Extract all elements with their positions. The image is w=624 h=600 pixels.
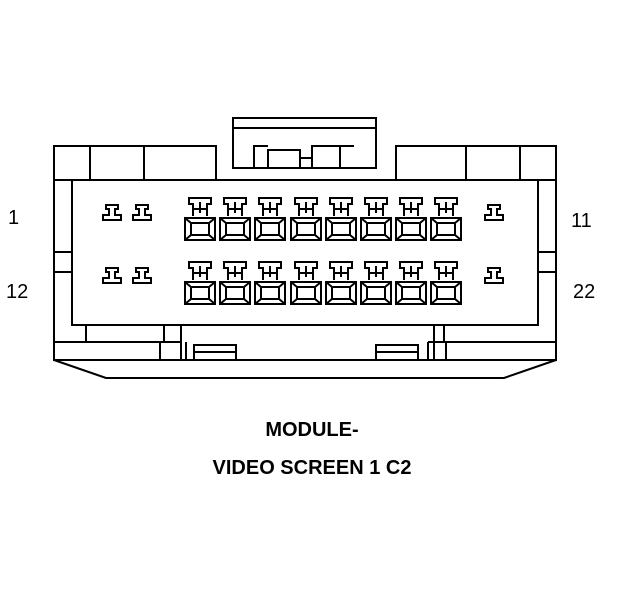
terminal-cavity — [219, 197, 251, 241]
large-terminals — [184, 197, 462, 305]
small-terminal-cavity — [102, 267, 122, 284]
terminal-cavity — [395, 197, 427, 241]
terminal-cavity — [395, 261, 427, 305]
terminal-cavity — [184, 197, 216, 241]
diagram-caption-line-2: VIDEO SCREEN 1 C2 — [212, 457, 412, 479]
connector-top-shroud — [53, 145, 557, 181]
pin-label-12: 12 — [6, 281, 29, 303]
terminal-cavity — [360, 197, 392, 241]
terminal-cavity — [325, 261, 357, 305]
terminal-cavity — [325, 197, 357, 241]
small-terminal-cavity — [102, 204, 122, 221]
terminal-cavity — [254, 197, 286, 241]
small-terminal-cavity — [484, 267, 504, 284]
connector-lower-housing — [53, 324, 557, 379]
connector-latch — [232, 117, 377, 169]
terminal-cavity — [430, 197, 462, 241]
terminal-cavity — [290, 197, 322, 241]
pin-label-1: 1 — [8, 207, 20, 229]
connector-housing — [53, 180, 557, 361]
terminal-cavity — [430, 261, 462, 305]
terminal-cavity — [254, 261, 286, 305]
pin-label-11: 11 — [571, 210, 592, 232]
terminal-cavity — [360, 261, 392, 305]
pin-label-22: 22 — [573, 281, 596, 303]
terminal-cavity — [184, 261, 216, 305]
terminal-cavity — [219, 261, 251, 305]
small-terminal-cavity — [132, 204, 152, 221]
small-terminals — [102, 204, 504, 284]
terminal-cavity — [290, 261, 322, 305]
diagram-caption-line-1: MODULE- — [265, 419, 359, 441]
small-terminal-cavity — [484, 204, 504, 221]
small-terminal-cavity — [132, 267, 152, 284]
